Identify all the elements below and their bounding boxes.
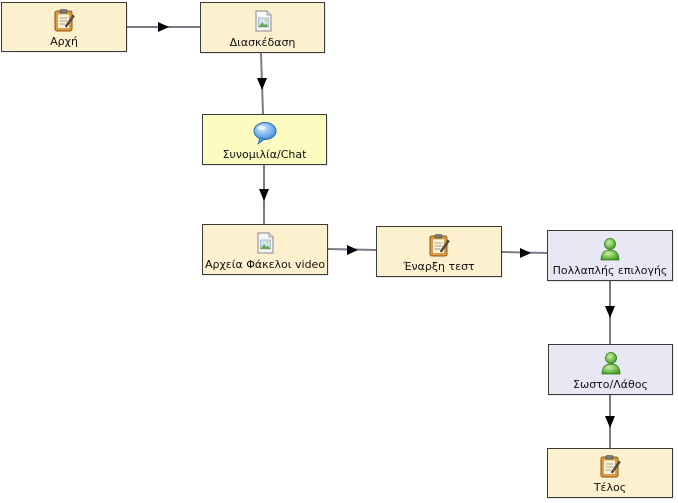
node-label: Αρχή	[50, 35, 78, 48]
node-truefalse[interactable]: Σωστο/Λάθος	[548, 344, 673, 395]
user-icon	[598, 350, 624, 376]
notepad-icon	[426, 232, 452, 258]
node-chat[interactable]: Συνομιλία/Chat	[202, 114, 327, 165]
node-label: Τέλος	[593, 481, 627, 494]
node-label: Πολλαπλής επιλογής	[552, 264, 668, 277]
node-label: Διασκέδαση	[229, 36, 296, 49]
arrowhead-start-to-fun	[158, 22, 169, 32]
node-fun[interactable]: Διασκέδαση	[200, 2, 325, 53]
node-label: Αρχεία Φάκελοι video	[204, 258, 326, 271]
node-label: Συνομιλία/Chat	[222, 148, 307, 161]
arrowhead-videos-to-test	[347, 245, 358, 255]
arrowhead-truefalse-to-end	[605, 416, 615, 428]
image-file-icon	[250, 8, 276, 34]
arrowhead-fun-to-chat	[257, 78, 267, 90]
speech-bubble-icon	[252, 120, 278, 146]
node-start[interactable]: Αρχή	[1, 2, 127, 52]
node-end[interactable]: Τέλος	[547, 448, 673, 498]
arrowhead-multi-to-truefalse	[605, 306, 615, 318]
arrowhead-chat-to-videos	[259, 189, 269, 201]
node-label: Σωστο/Λάθος	[573, 378, 648, 391]
node-multi[interactable]: Πολλαπλής επιλογής	[547, 230, 673, 281]
node-videos[interactable]: Αρχεία Φάκελοι video	[202, 224, 328, 275]
image-file-icon	[252, 230, 278, 256]
notepad-icon	[597, 453, 623, 479]
user-icon	[597, 236, 623, 262]
arrowhead-test-to-multi	[520, 248, 531, 258]
node-label: Έναρξη τεστ	[403, 260, 475, 273]
notepad-icon	[51, 7, 77, 33]
node-test[interactable]: Έναρξη τεστ	[376, 226, 502, 277]
